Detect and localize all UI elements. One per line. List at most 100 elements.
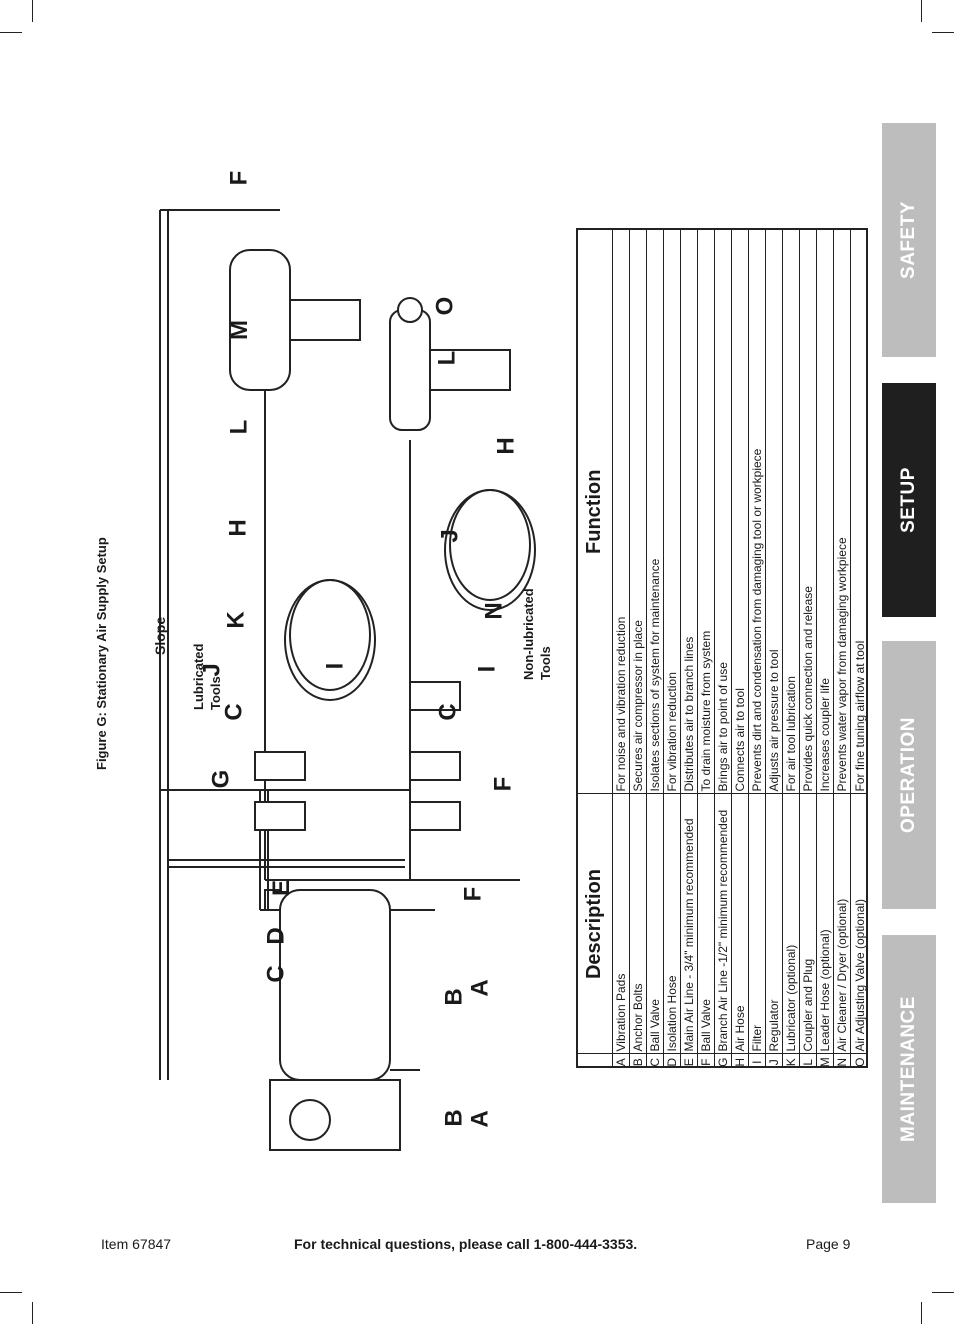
table-cell-letter: H (731, 1054, 749, 1066)
tab-operation[interactable]: OPERATION (882, 641, 936, 909)
label-letter-g: G (207, 769, 235, 789)
label-letter-b: B (440, 1109, 468, 1127)
table-cell-letter: G (714, 1054, 732, 1066)
table-header-blank (578, 1054, 612, 1066)
table-cell-function: Connects air to tool (731, 230, 749, 794)
table-cell-description: Air Cleaner / Dryer (optional) (833, 794, 851, 1054)
tab-setup[interactable]: SETUP (882, 383, 936, 617)
label-letter-d: D (262, 927, 290, 945)
label-letter-h2: H (492, 437, 520, 455)
lubricated-line (264, 889, 280, 910)
filter-regulator-icon (254, 681, 461, 831)
label-letter-i2: I (473, 665, 501, 673)
label-letter-c: C (262, 965, 290, 983)
table-cell-function: Prevents water vapor from damaging workp… (833, 230, 851, 794)
table-cell-letter: O (850, 1054, 866, 1066)
label-letter-n: N (480, 602, 508, 620)
footer-page: Page 9 (806, 1236, 851, 1252)
table-cell-function: Increases coupler life (816, 230, 834, 794)
table-cell-description: Coupler and Plug (799, 794, 817, 1054)
table-cell-letter: A (612, 1054, 630, 1066)
label-letter-l: L (225, 419, 253, 435)
table-cell-letter: B (629, 1054, 647, 1066)
crop-mark (921, 0, 922, 22)
table-cell-description: Anchor Bolts (629, 794, 647, 1054)
label-letter-l2: L (433, 350, 461, 366)
lubricated-label: Lubricated Tools (191, 643, 223, 710)
table-cell-letter: K (782, 1054, 800, 1066)
table-cell-description: Air Hose (731, 794, 749, 1054)
table-cell-letter: E (680, 1054, 698, 1066)
footer-tech-line: For technical questions, please call 1-8… (294, 1236, 638, 1252)
table-cell-function: For vibration reduction (663, 230, 681, 794)
table-cell-description: Filter (748, 794, 766, 1054)
non-lubricated-label: Non-lubricated Tools (521, 588, 553, 680)
table-cell-function: Brings air to point of use (714, 230, 732, 794)
table-cell-description: Ball Valve (697, 794, 715, 1054)
table-cell-function: Prevents dirt and condensation from dama… (748, 230, 766, 794)
table-cell-letter: F (697, 1054, 715, 1066)
crop-mark (921, 1302, 922, 1324)
air-compressor-icon (269, 889, 420, 1151)
table-cell-letter: I (748, 1054, 766, 1066)
label-letter-j2: J (436, 529, 464, 543)
table-cell-function: Adjusts air pressure to tool (765, 230, 783, 794)
table-cell-description: Main Air Line - 3/4" minimum recommended (680, 794, 698, 1054)
crop-mark (0, 1292, 22, 1293)
tab-safety[interactable]: SAFETY (882, 123, 936, 357)
table-cell-letter: D (663, 1054, 681, 1066)
slope-label: Slope (152, 616, 168, 655)
label-letter-m: M (226, 320, 253, 340)
tab-maintenance[interactable]: MAINTENANCE (882, 935, 936, 1203)
table-cell-description: Branch Air Line -1/2" minimum recommende… (714, 794, 732, 1054)
table-cell-function: Provides quick connection and release (799, 230, 817, 794)
table-cell-function: Secures air compressor in place (629, 230, 647, 794)
footer-item: Item 67847 (101, 1236, 172, 1252)
rotated-content: Figure G: Stationary Air Supply Setup Sl… (80, 150, 880, 1210)
table-cell-letter: N (833, 1054, 851, 1066)
label-letter-a: A (466, 1110, 494, 1128)
table-header-description: Description (578, 794, 612, 1054)
label-letter-e: E (268, 879, 296, 897)
table-cell-letter: J (765, 1054, 783, 1066)
label-letter-f2: F (489, 776, 517, 792)
crop-mark (932, 32, 954, 33)
table-cell-description: Lubricator (optional) (782, 794, 800, 1054)
crop-mark (32, 0, 33, 22)
label-letter-f: F (459, 886, 487, 902)
label-letter-c3: C (434, 703, 462, 721)
table-header-function: Function (578, 230, 612, 794)
figure-area: Figure G: Stationary Air Supply Setup Sl… (80, 150, 880, 1210)
table-cell-description: Ball Valve (646, 794, 664, 1054)
table-cell-description: Leader Hose (optional) (816, 794, 834, 1054)
table-cell-letter: L (799, 1054, 817, 1066)
spray-gun-icon (389, 297, 511, 431)
label-letter-b2: B (440, 988, 468, 1006)
label-letter-o: O (431, 296, 459, 316)
crop-mark (0, 32, 22, 33)
label-letter-k: K (222, 611, 250, 629)
table-cell-description: Isolation Hose (663, 794, 681, 1054)
label-letter-i: I (321, 662, 349, 670)
table-cell-function: Distributes air to branch lines (680, 230, 698, 794)
crop-mark (932, 1292, 954, 1293)
table-cell-letter: M (816, 1054, 834, 1066)
table-cell-description: Vibration Pads (612, 794, 630, 1054)
table-cell-description: Air Adjusting Valve (optional) (850, 794, 866, 1054)
label-letter-h: H (224, 519, 252, 537)
air-supply-diagram (159, 209, 536, 1151)
table-cell-function: For air tool lubrication (782, 230, 800, 794)
label-letter-f3: F (225, 170, 253, 186)
label-letter-j: J (198, 663, 226, 677)
